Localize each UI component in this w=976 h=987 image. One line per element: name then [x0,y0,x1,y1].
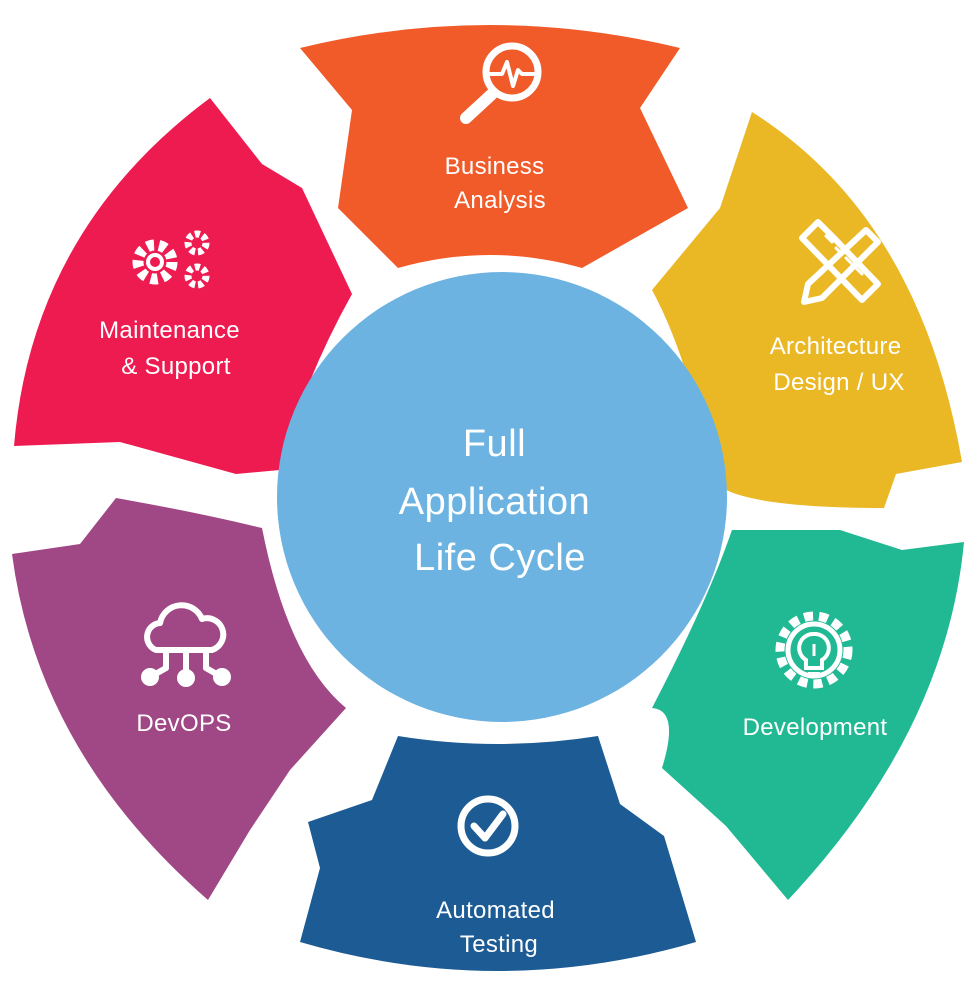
segment-architecture-design: Architecture Design / UX [652,112,962,508]
svg-text:Full Application L: Full Application Life Cycle [399,423,601,579]
segment-automated-testing-label-1: Automated [436,897,555,924]
cloud-network-icon [141,602,231,687]
segment-business-analysis-shape [300,25,688,268]
segment-automated-testing: Automated Testing [300,736,696,971]
svg-text:Business Analysis: Business Analysis [445,153,552,214]
ruler-pencil-icon [799,219,881,305]
segment-business-analysis-label-1: Business [445,153,545,180]
segment-devops-label-1: DevOPS [136,710,231,737]
segment-automated-testing-label-2: Testing [460,931,538,958]
segment-maintenance-support-shape [14,98,352,474]
segment-architecture-design-label-2: Design / UX [773,369,904,396]
svg-text:Maintenance & Support: Maintenance & Support [99,317,247,380]
center-hub-label-3: Life Cycle [414,537,586,579]
segment-maintenance-support-label-2: & Support [121,353,230,380]
segment-architecture-design-shape [652,112,962,508]
svg-text:DevOPS: DevOPS [136,710,231,737]
segment-development-shape [652,530,964,900]
gear-lightbulb-icon [775,611,853,689]
segment-architecture-design-label-1: Architecture [770,333,902,360]
svg-text:Development: Development [743,714,888,741]
segment-devops-shape [12,498,346,900]
segment-development: Development [652,530,964,900]
segment-development-label-1: Development [743,714,888,741]
center-hub-label-2: Application [399,481,590,523]
magnifier-pulse-icon [460,42,542,124]
center-hub-label-1: Full [463,423,526,465]
segment-maintenance-support-label-1: Maintenance [99,317,240,344]
segment-business-analysis: Business Analysis [300,25,688,268]
svg-text:Automated Testing: Automated Testing [436,897,562,958]
segment-devops: DevOPS [12,498,346,900]
center-hub: Full Application Life Cycle [277,272,727,722]
svg-text:Architecture Design / UX: Architecture Design / UX [770,333,909,396]
segment-maintenance-support: Maintenance & Support [14,98,352,474]
gears-icon [132,230,210,289]
center-hub-circle [277,272,727,722]
segment-business-analysis-label-2: Analysis [454,187,546,214]
check-circle-icon [457,795,519,857]
